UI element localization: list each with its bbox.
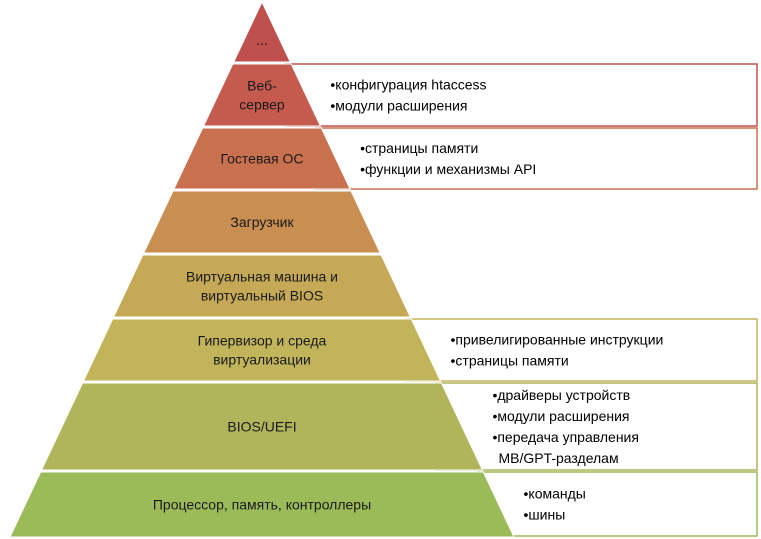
note-box: [476, 471, 758, 537]
note-item: •функции и механизмы API: [360, 161, 536, 177]
note-item: MB/GPT-разделам: [498, 450, 618, 466]
note-item: •страницы памяти: [451, 353, 569, 369]
tier-label: виртуальный BIOS: [201, 288, 323, 304]
tier-label: Гипервизор и среда: [198, 333, 327, 349]
tier-label: виртуализации: [213, 352, 311, 368]
note-box: [434, 382, 758, 471]
note-item: •страницы памяти: [360, 140, 478, 156]
pyramid-tier: [40, 382, 484, 471]
tier-label: Гостевая ОС: [220, 151, 303, 167]
note-item: •шины: [524, 507, 566, 523]
pyramid-tier: [82, 318, 442, 382]
note-item: •команды: [524, 486, 586, 502]
pyramid-tier: [202, 63, 322, 127]
tier-label: BIOS/UEFI: [227, 419, 296, 435]
tier-label: сервер: [239, 97, 285, 113]
note-item: •модули расширения: [492, 408, 629, 424]
note-box: [404, 318, 758, 382]
note-item: •конфигурация htaccess: [330, 77, 486, 93]
pyramid-tier: [142, 190, 382, 254]
note-item: •привелигированные инструкции: [451, 332, 664, 348]
note-item: •передача управления: [492, 429, 639, 445]
tier-label: Веб-: [247, 78, 277, 94]
note-item: •драйверы устройств: [492, 387, 630, 403]
pyramid-tier: [232, 0, 292, 63]
tier-label: Загрузчик: [230, 214, 294, 230]
note-item: •модули расширения: [330, 98, 467, 114]
tier-label: Процессор, память, контроллеры: [153, 497, 371, 513]
note-box: [284, 63, 758, 127]
pyramid-tier: [112, 254, 412, 318]
tier-label: ...: [256, 32, 268, 48]
pyramid-tier: [173, 127, 351, 190]
pyramid-tier: [9, 471, 515, 538]
note-box: [314, 127, 758, 190]
tier-label: Виртуальная машина и: [186, 269, 338, 285]
